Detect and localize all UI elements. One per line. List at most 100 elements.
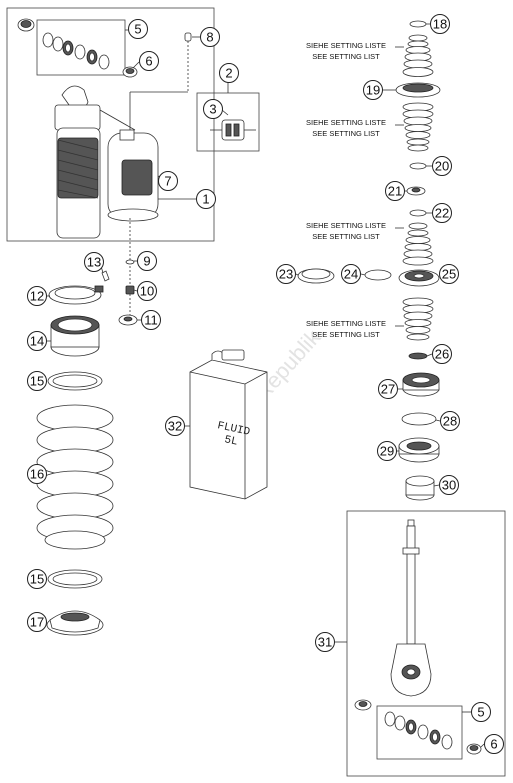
callout-number: 10 <box>140 284 154 299</box>
callout-number: 31 <box>318 635 332 650</box>
callout: 14 <box>27 331 47 351</box>
callout-number: 2 <box>225 66 232 81</box>
callout-number: 29 <box>380 444 394 459</box>
callout: 7 <box>158 171 178 191</box>
callout-number: 22 <box>435 206 449 221</box>
washer-15-bottom <box>47 569 103 589</box>
washer-part-9 <box>125 259 135 265</box>
callout: 19 <box>363 80 383 100</box>
callout-number: 19 <box>366 83 380 98</box>
adjuster-ring-12 <box>48 285 104 305</box>
callout: 22 <box>432 203 452 223</box>
callout: 6 <box>484 734 504 754</box>
callout: 27 <box>378 379 398 399</box>
o-ring-24 <box>364 269 392 281</box>
setting-note-3: SIEHE SETTING LISTE SEE SETTING LIST <box>306 221 404 241</box>
callout: 32 <box>165 416 185 436</box>
callout-number: 27 <box>381 382 395 397</box>
seal-head-29 <box>398 437 440 463</box>
callout: 21 <box>385 181 405 201</box>
piston-rod-assembly-box <box>346 510 506 777</box>
callout-number: 17 <box>30 615 44 630</box>
bearing-27 <box>402 372 440 397</box>
nut-21 <box>406 186 426 196</box>
callout-number: 25 <box>442 267 456 282</box>
callout: 18 <box>430 14 450 34</box>
callout: 26 <box>432 344 452 364</box>
callout: 24 <box>341 264 361 284</box>
callout-number: 6 <box>145 54 152 69</box>
callout-number: 18 <box>433 17 447 32</box>
callout-number: 15 <box>30 374 44 389</box>
shock-assembly-box <box>6 7 215 242</box>
callout: 5 <box>471 702 491 722</box>
callout-number: 26 <box>435 347 449 362</box>
seal-kit-box-top <box>36 19 126 76</box>
shim-stack-22 <box>402 209 434 266</box>
callout-number: 23 <box>279 267 293 282</box>
seal-kit-rings-bottom <box>384 711 453 750</box>
nut-part-top <box>122 66 138 78</box>
setting-note-de: SIEHE SETTING LISTE <box>306 41 386 50</box>
callout: 8 <box>200 27 220 47</box>
cap-part-11 <box>118 314 138 326</box>
callout-number: 24 <box>344 267 358 282</box>
seal-kit-rings-top <box>42 32 110 70</box>
callout-number: 12 <box>30 289 44 304</box>
callout: 31 <box>315 632 335 652</box>
callout-number: 11 <box>144 313 158 328</box>
setting-note-de: SIEHE SETTING LISTE <box>306 319 386 328</box>
callout-number: 16 <box>30 467 44 482</box>
callout: 11 <box>141 310 161 330</box>
callout-number: 7 <box>164 174 171 189</box>
callout-number: 9 <box>143 254 150 269</box>
washer-20 <box>409 162 427 170</box>
shock-body <box>54 85 136 239</box>
callout: 16 <box>27 464 47 484</box>
callout: 28 <box>440 411 460 431</box>
callout: 30 <box>439 475 459 495</box>
piston-25 <box>398 269 440 287</box>
main-spring-16 <box>36 404 114 550</box>
setting-note-de: SIEHE SETTING LISTE <box>306 221 386 230</box>
callout-number: 15 <box>30 572 44 587</box>
small-cap-part <box>17 18 35 32</box>
callout-number: 30 <box>442 478 456 493</box>
callout-number: 14 <box>30 334 44 349</box>
callout-number: 21 <box>388 184 402 199</box>
piston-19 <box>395 82 441 98</box>
piston-rod-31 <box>390 519 432 697</box>
callout: 9 <box>137 251 157 271</box>
setting-note-1: SIEHE SETTING LISTE SEE SETTING LIST <box>306 41 404 61</box>
callout-number: 5 <box>477 705 484 720</box>
setting-note-en: SEE SETTING LIST <box>312 129 380 138</box>
setting-note-2: SIEHE SETTING LISTE SEE SETTING LIST <box>306 118 404 138</box>
callout: 2 <box>219 63 239 83</box>
seal-ring-23 <box>297 268 335 284</box>
o-ring-28 <box>401 412 437 426</box>
callout-number: 13 <box>87 255 101 270</box>
small-pin-part <box>129 32 192 135</box>
callout-number: 20 <box>435 159 449 174</box>
callout: 17 <box>27 612 47 632</box>
callout: 6 <box>139 51 159 71</box>
shim-stack-mid <box>402 102 434 152</box>
screw-13 <box>101 270 110 282</box>
callout: 13 <box>84 252 104 272</box>
callout: 3 <box>203 99 223 119</box>
callout-number: 6 <box>490 737 497 752</box>
reservoir <box>107 129 159 222</box>
callout: 29 <box>377 441 397 461</box>
callout-number: 1 <box>202 192 209 207</box>
nut-part-10 <box>125 285 135 295</box>
setting-note-en: SEE SETTING LIST <box>312 52 380 61</box>
setting-note-en: SEE SETTING LIST <box>312 232 380 241</box>
setting-note-en: SEE SETTING LIST <box>312 330 380 339</box>
callout-number: 32 <box>168 419 182 434</box>
callout-number: 5 <box>134 22 141 37</box>
callout-number: 3 <box>209 102 216 117</box>
callout: 15 <box>27 371 47 391</box>
callout: 25 <box>439 264 459 284</box>
seal-kit-box-bottom <box>376 705 463 760</box>
fluid-can-32: FLUID 5L <box>189 349 268 500</box>
